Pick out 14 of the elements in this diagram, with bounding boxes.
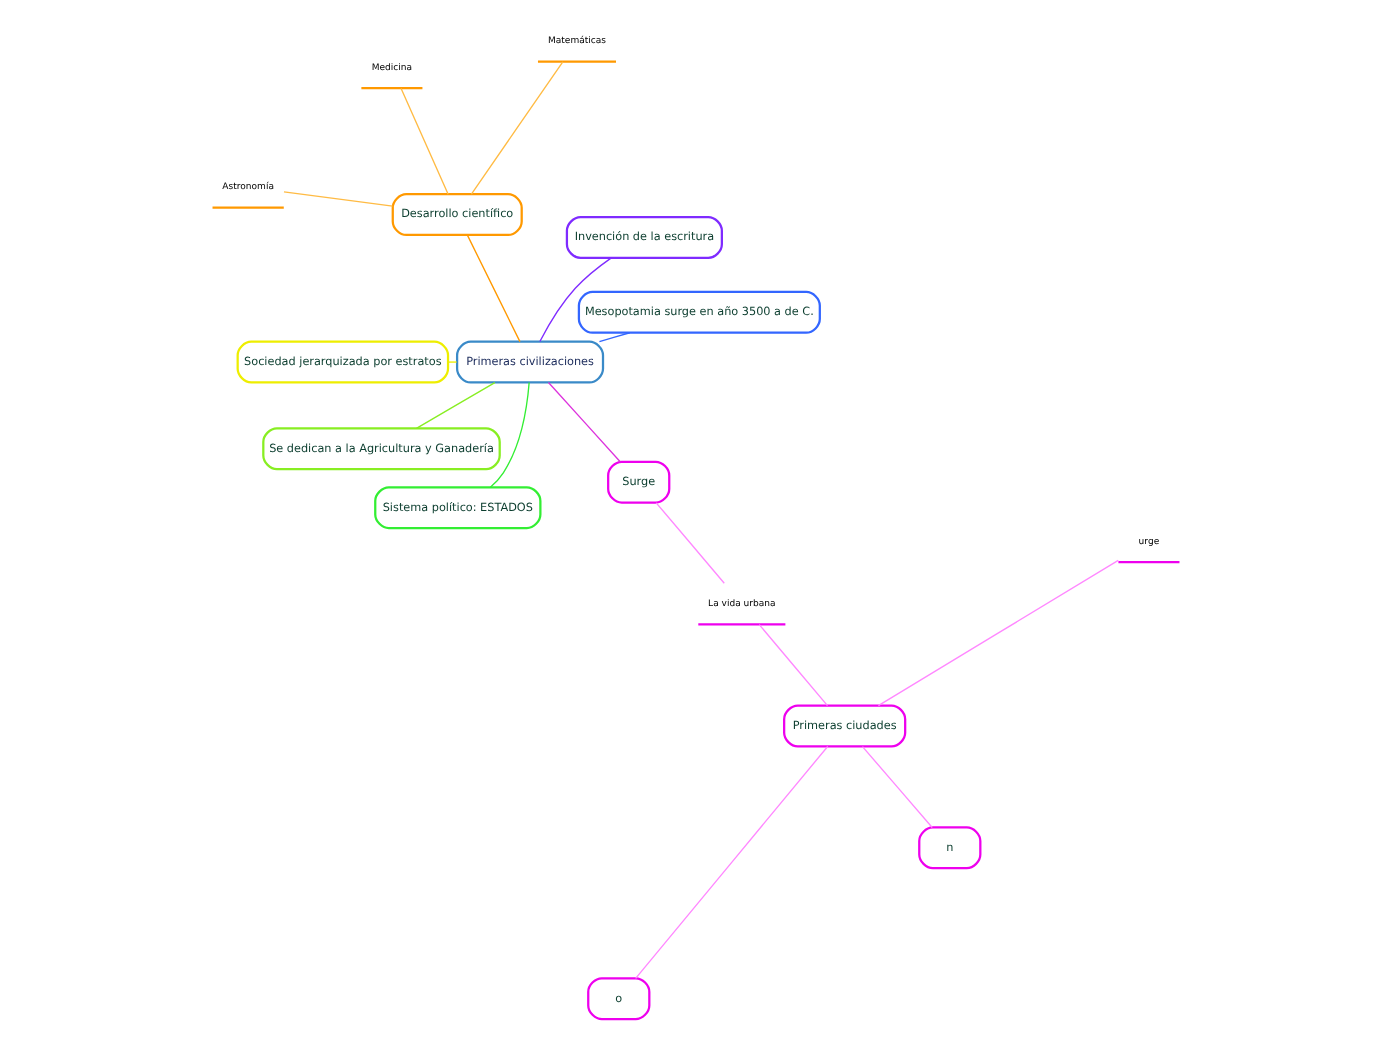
connector — [634, 745, 829, 979]
connector — [470, 61, 564, 195]
connector — [400, 87, 449, 195]
connector — [758, 623, 829, 707]
connector — [447, 361, 458, 363]
connector — [598, 332, 631, 343]
connector — [466, 234, 521, 343]
connector — [861, 745, 933, 829]
connector — [415, 381, 496, 430]
connector — [283, 191, 394, 207]
connector — [877, 559, 1119, 707]
connector — [655, 502, 725, 584]
connector — [547, 381, 621, 463]
connector — [489, 381, 530, 488]
